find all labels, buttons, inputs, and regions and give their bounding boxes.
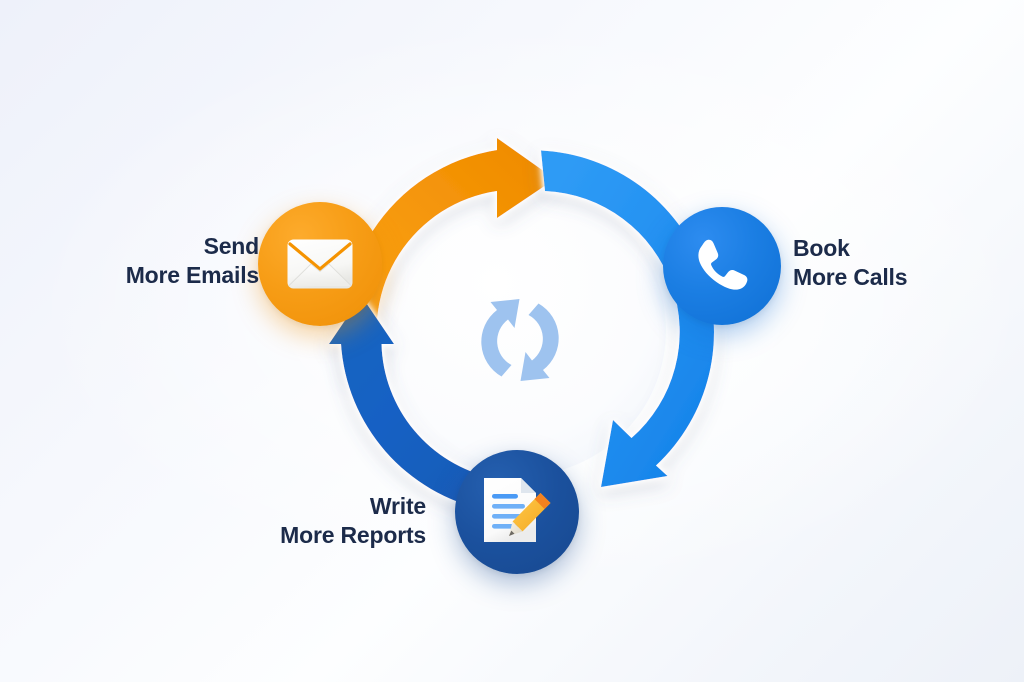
phone-icon	[698, 239, 748, 290]
label-line1: Send	[203, 233, 260, 259]
label-line1: Write	[369, 493, 426, 519]
label-line1: Book	[793, 235, 850, 261]
label-book-more-calls: Book More Calls	[793, 234, 908, 292]
envelope-icon	[287, 239, 353, 289]
label-line2: More Calls	[793, 264, 908, 290]
label-write-more-reports: Write More Reports	[280, 492, 426, 550]
arrow-reports-to-email	[329, 296, 493, 510]
label-send-more-emails: Send More Emails	[126, 232, 259, 290]
node-send-more-emails[interactable]	[251, 195, 389, 333]
document-pencil-icon	[484, 478, 551, 542]
label-line2: More Reports	[280, 522, 426, 548]
node-book-more-calls[interactable]	[656, 200, 788, 332]
arrow-email-to-calls	[343, 138, 555, 378]
node-write-more-reports[interactable]	[448, 443, 586, 581]
refresh-cycle-icon	[461, 288, 579, 392]
label-line2: More Emails	[125, 262, 259, 288]
